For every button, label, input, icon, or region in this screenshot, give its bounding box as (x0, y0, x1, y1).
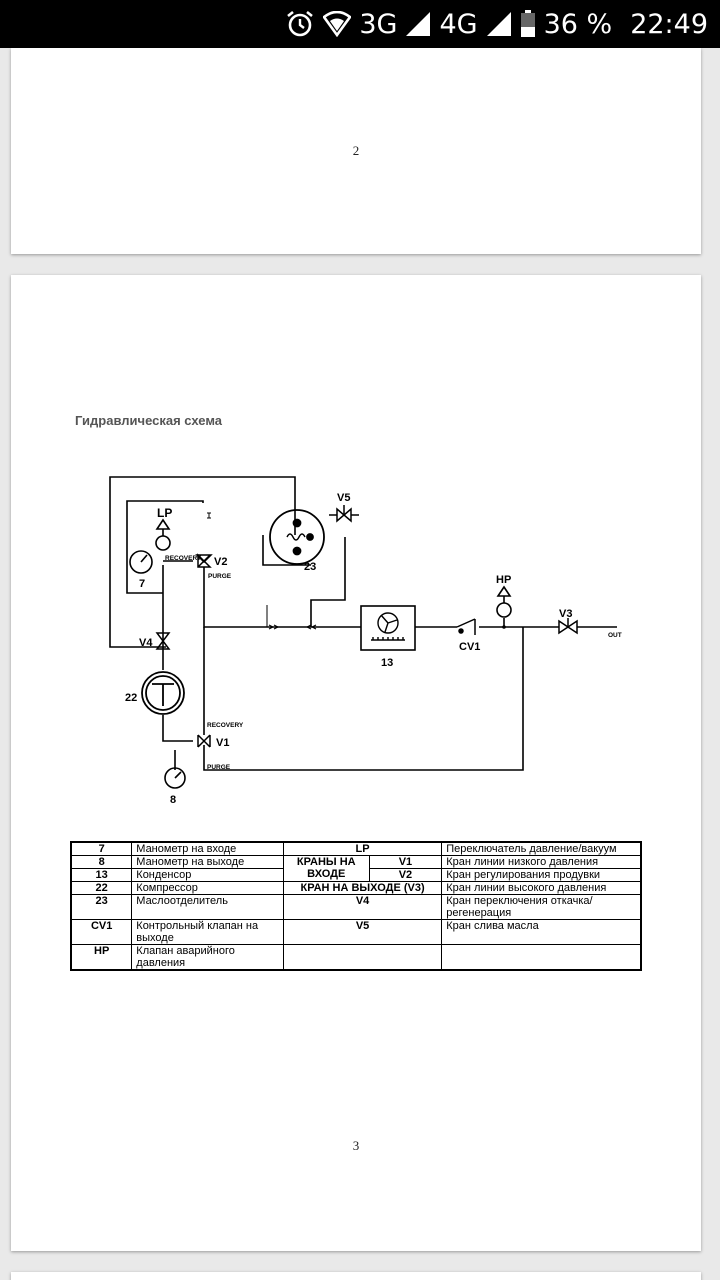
label-recovery-top: RECOVERY (165, 555, 202, 562)
valve-v3-icon (558, 618, 578, 635)
legend-right: Кран линии низкого давления (441, 855, 642, 869)
legend-right: Кран слива масла (441, 919, 642, 945)
label-lp: LP (157, 506, 172, 520)
label-22: 22 (125, 692, 137, 704)
table-row: 8 Манометр на выходе КРАНЫ НА ВХОДЕ V1 К… (70, 855, 642, 882)
legend-mid: LP (282, 841, 443, 856)
legend-mid (282, 944, 443, 971)
label-purge-bottom: PURGE (207, 764, 231, 771)
valve-v4-icon (155, 632, 171, 650)
hp-switch-icon (496, 585, 512, 618)
network-3g-label: 3G (359, 8, 398, 40)
legend-mid: КРАН НА ВЫХОДЕ (V3) (282, 881, 443, 895)
valve-v5-icon (336, 505, 352, 523)
battery-percent: 36 % (543, 8, 613, 40)
battery-icon (520, 10, 536, 38)
legend-code: 23 (70, 894, 133, 920)
check-valve-cv1-icon (456, 618, 476, 635)
label-v3: V3 (559, 608, 572, 620)
valve-v2-icon (195, 553, 213, 568)
status-bar: 3G 4G 36 % 22:49 (0, 0, 720, 48)
legend-mid: V5 (282, 919, 443, 945)
label-recovery-bottom: RECOVERY (207, 722, 244, 729)
condenser-fan-icon (371, 612, 405, 641)
document-page-next (11, 1272, 701, 1280)
table-row: CV1 Контрольный клапан на выходе V5 Кран… (70, 919, 642, 945)
legend-code: HP (70, 944, 133, 971)
legend-desc: Клапан аварийного давления (131, 944, 284, 971)
legend-code: CV1 (70, 919, 133, 945)
section-title: Гидравлическая схема (75, 413, 222, 428)
document-page-current: Гидравлическая схема (11, 275, 701, 1251)
page-number: 3 (352, 1138, 360, 1153)
table-row: 22 Компрессор КРАН НА ВЫХОДЕ (V3) Кран л… (70, 881, 642, 895)
label-v5: V5 (337, 492, 350, 504)
table-row: HP Клапан аварийного давления (70, 944, 642, 971)
compressor-icon (141, 671, 185, 715)
signal-icon-2 (486, 11, 512, 37)
legend-table: 7 Манометр на входе LP Переключатель дав… (70, 841, 642, 971)
legend-code: 22 (70, 881, 133, 895)
label-v4: V4 (139, 637, 153, 649)
label-hp: HP (496, 574, 511, 586)
label-v1: V1 (216, 737, 229, 749)
label-purge-top: PURGE (208, 573, 232, 580)
label-cv1: CV1 (459, 641, 480, 653)
legend-code: 8 (70, 855, 133, 869)
legend-code: 7 (70, 841, 133, 856)
hydraulic-schematic: LP V5 V2 RECOVERY PURGE 7 23 HP V3 OUT V… (109, 476, 622, 806)
label-8: 8 (170, 794, 176, 806)
oil-separator (269, 509, 325, 565)
document-page-previous: 2 (11, 48, 701, 254)
legend-desc: Манометр на входе (131, 841, 284, 856)
legend-desc: Манометр на выходе (131, 855, 284, 869)
legend-inlet-valves: КРАНЫ НА ВХОДЕ (282, 855, 370, 882)
label-23: 23 (304, 561, 316, 573)
legend-mid: V1 (368, 855, 443, 869)
legend-right (441, 944, 642, 971)
valve-v1-icon (197, 734, 211, 748)
legend-code: 13 (70, 868, 133, 882)
table-row: 7 Манометр на входе LP Переключатель дав… (70, 841, 642, 856)
legend-desc: Контрольный клапан на выходе (131, 919, 284, 945)
legend-right: Кран переключения откачка/регенерация (441, 894, 642, 920)
gauge-8-icon (164, 750, 186, 789)
legend-mid: V4 (282, 894, 443, 920)
lp-switch-icon (155, 518, 171, 551)
legend-right: Кран линии высокого давления (441, 881, 642, 895)
wifi-icon (323, 11, 352, 37)
clock: 22:49 (630, 8, 708, 40)
legend-right: Переключатель давление/вакуум (441, 841, 642, 856)
label-7: 7 (139, 578, 145, 590)
alarm-icon (285, 9, 315, 39)
legend-mid: V2 (368, 868, 443, 882)
page-number: 2 (352, 143, 360, 158)
network-4g-label: 4G (439, 8, 478, 40)
label-v2: V2 (214, 556, 227, 568)
label-out: OUT (608, 632, 622, 639)
legend-desc: Маслоотделитель (131, 894, 284, 920)
gauge-7-icon (129, 550, 153, 574)
legend-desc: Компрессор (131, 881, 284, 895)
table-row: 23 Маслоотделитель V4 Кран переключения … (70, 894, 642, 920)
legend-right: Кран регулирования продувки (441, 868, 642, 882)
label-13: 13 (381, 657, 393, 669)
legend-desc: Конденсор (131, 868, 284, 882)
signal-icon (405, 11, 431, 37)
